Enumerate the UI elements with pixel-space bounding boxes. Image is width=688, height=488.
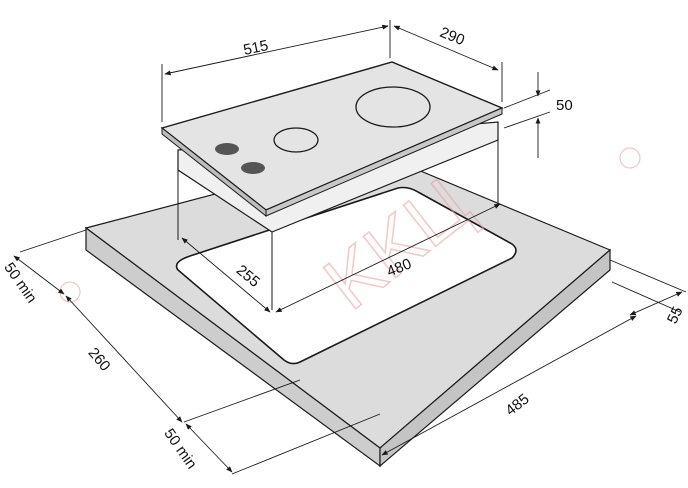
label-back-clearance: 50 min [0,260,40,307]
label-hob-width: 515 [242,37,270,59]
label-side-clearance: 55 [664,304,687,326]
label-hob-height: 50 [556,97,573,114]
control-knob-2 [241,162,265,174]
hob-body [160,61,504,310]
label-hob-depth: 290 [437,24,467,49]
control-knob-1 [215,143,239,155]
large-burner-zone [355,86,431,128]
dimension-lines [13,20,687,475]
label-worktop-depth: 260 [85,345,114,375]
hob-side-edge [265,107,503,217]
label-worktop-width: 485 [502,390,532,419]
small-burner-zone [273,127,319,153]
